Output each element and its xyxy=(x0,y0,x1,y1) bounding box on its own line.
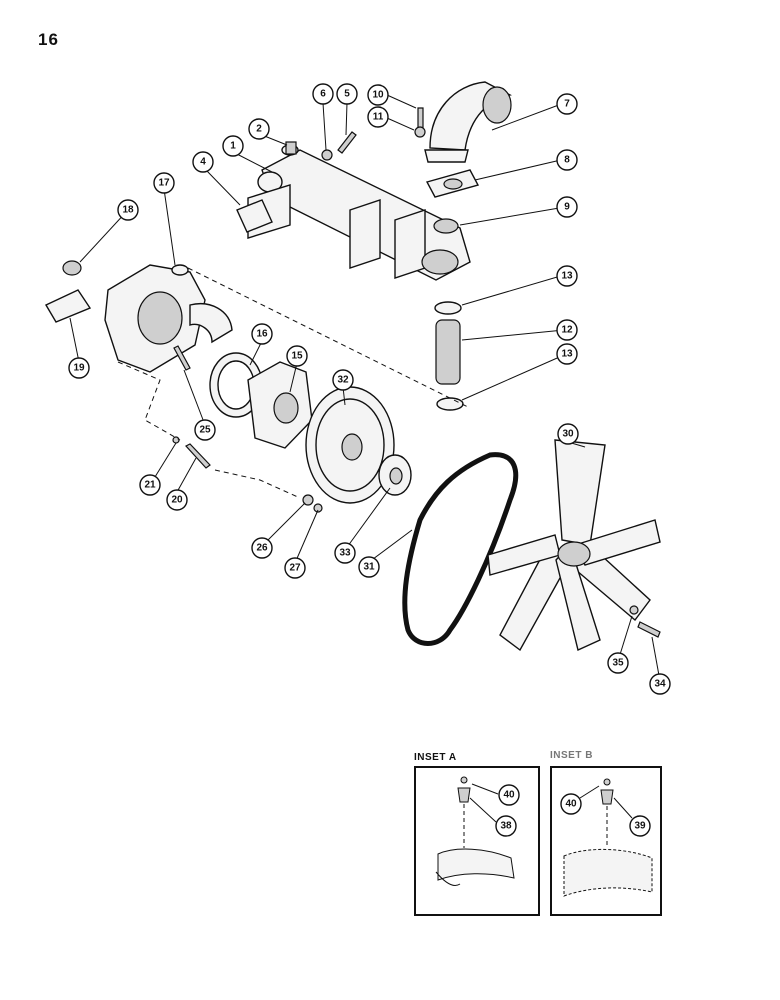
fan-belt xyxy=(402,452,519,646)
bypass-routing-line xyxy=(187,267,471,409)
callout-12: 12 xyxy=(556,319,578,341)
callout-25: 25 xyxy=(194,419,216,441)
callout-20: 20 xyxy=(166,489,188,511)
svg-text:38: 38 xyxy=(500,821,512,832)
svg-text:33: 33 xyxy=(339,548,351,559)
callout-9: 9 xyxy=(556,196,578,218)
svg-text:25: 25 xyxy=(199,425,211,436)
svg-text:7: 7 xyxy=(564,99,570,110)
plug-18 xyxy=(62,260,82,276)
svg-text:18: 18 xyxy=(122,205,134,216)
svg-text:26: 26 xyxy=(256,543,268,554)
water-elbow xyxy=(424,81,512,163)
water-manifold xyxy=(247,144,471,281)
svg-text:13: 13 xyxy=(561,349,573,360)
callout-4: 4 xyxy=(192,151,214,173)
clamp-13-bottom xyxy=(436,397,464,411)
svg-text:20: 20 xyxy=(171,495,183,506)
washer-26 xyxy=(302,494,314,506)
svg-text:10: 10 xyxy=(372,90,384,101)
callout-13-bottom: 13 xyxy=(556,343,578,365)
svg-text:40: 40 xyxy=(503,790,515,801)
callout-31: 31 xyxy=(358,556,380,578)
bolt-10 xyxy=(417,107,424,129)
svg-text:11: 11 xyxy=(373,112,384,123)
callout-19: 19 xyxy=(68,357,90,379)
callout-16: 16 xyxy=(251,323,273,345)
clamp-13-top xyxy=(434,301,462,315)
inset-b-label: INSET B xyxy=(550,750,593,761)
callout-34: 34 xyxy=(649,673,671,695)
washer-6 xyxy=(321,149,333,161)
plug-2 xyxy=(285,141,297,155)
svg-text:6: 6 xyxy=(320,89,326,100)
inset-b: 40 39 xyxy=(550,766,662,916)
svg-text:12: 12 xyxy=(561,325,573,336)
gasket-19 xyxy=(45,289,92,323)
stud-25 xyxy=(173,345,191,371)
svg-text:34: 34 xyxy=(654,679,666,690)
gasket-4 xyxy=(236,199,273,233)
bolt-34 xyxy=(637,621,661,638)
callout-1: 1 xyxy=(222,135,244,157)
callout-10: 10 xyxy=(367,84,389,106)
svg-text:9: 9 xyxy=(564,202,570,213)
callout-8: 8 xyxy=(556,149,578,171)
svg-text:1: 1 xyxy=(230,141,236,152)
svg-text:31: 31 xyxy=(363,562,375,573)
inset-a-label: INSET A xyxy=(414,752,457,763)
svg-text:2: 2 xyxy=(256,124,262,135)
bypass-hose xyxy=(435,319,461,385)
svg-text:30: 30 xyxy=(562,429,574,440)
page-number: 16 xyxy=(38,30,59,49)
svg-text:21: 21 xyxy=(144,480,156,491)
callout-30: 30 xyxy=(557,423,579,445)
callout-13-top: 13 xyxy=(556,265,578,287)
callout-33: 33 xyxy=(334,542,356,564)
nut-27 xyxy=(313,503,323,513)
callout-6: 6 xyxy=(312,83,334,105)
washer-35 xyxy=(629,605,639,615)
callout-32: 32 xyxy=(332,369,354,391)
svg-text:32: 32 xyxy=(337,375,349,386)
svg-text:40: 40 xyxy=(565,799,577,810)
svg-text:17: 17 xyxy=(158,178,170,189)
svg-text:16: 16 xyxy=(256,329,268,340)
thermostat xyxy=(433,218,459,234)
callout-15: 15 xyxy=(286,345,308,367)
svg-text:39: 39 xyxy=(634,821,646,832)
callout-35: 35 xyxy=(607,652,629,674)
washer-11 xyxy=(414,126,426,138)
callout-27: 27 xyxy=(284,557,306,579)
inset-a-drawing: 40 38 xyxy=(435,776,520,886)
callout-7: 7 xyxy=(556,93,578,115)
svg-text:4: 4 xyxy=(200,157,206,168)
svg-text:27: 27 xyxy=(289,563,301,574)
callout-18: 18 xyxy=(117,199,139,221)
cooling-fan xyxy=(487,439,661,652)
svg-text:13: 13 xyxy=(561,271,573,282)
callout-11: 11 xyxy=(367,106,389,128)
svg-text:8: 8 xyxy=(564,155,570,166)
stud-routing-line xyxy=(117,361,181,441)
callout-26: 26 xyxy=(251,537,273,559)
svg-text:35: 35 xyxy=(612,658,624,669)
callout-21: 21 xyxy=(139,474,161,496)
bolt-5 xyxy=(337,131,357,154)
inset-a: 40 38 xyxy=(414,766,540,916)
nut-routing-line xyxy=(214,469,301,499)
pin-21 xyxy=(172,436,180,444)
svg-text:15: 15 xyxy=(291,351,303,362)
leader-lines xyxy=(69,94,661,682)
svg-text:5: 5 xyxy=(344,89,350,100)
callout-17: 17 xyxy=(153,172,175,194)
water-pump-body xyxy=(104,264,233,373)
callout-5: 5 xyxy=(336,83,358,105)
inset-b-drawing: 40 39 xyxy=(560,778,653,897)
svg-text:19: 19 xyxy=(73,363,85,374)
stud-20 xyxy=(185,443,211,469)
callout-2: 2 xyxy=(248,118,270,140)
